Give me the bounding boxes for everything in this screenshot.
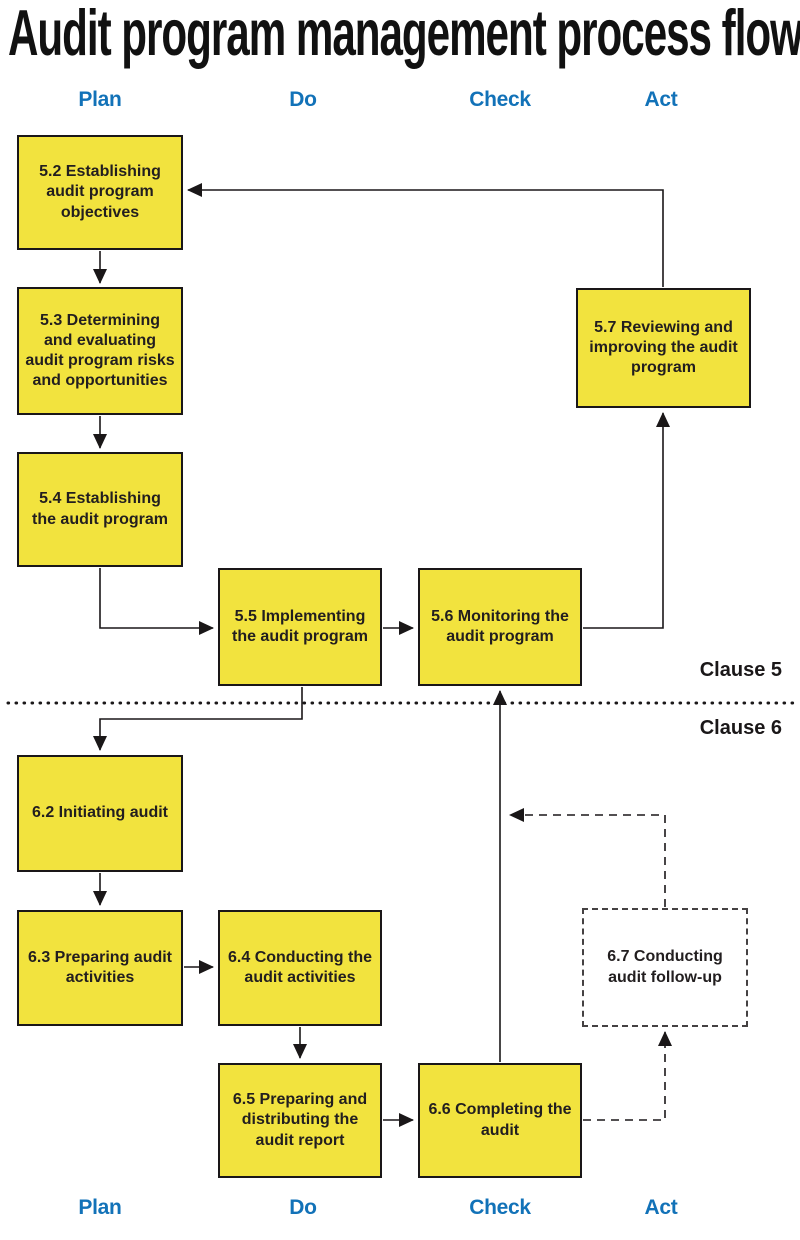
page-title: Audit program management process flow	[8, 0, 800, 70]
connector-54-55	[99, 568, 214, 635]
process-box-5-3: 5.3 Determining and evaluating audit pro…	[17, 287, 183, 415]
process-box-5-2: 5.2 Establishing audit program objective…	[17, 135, 183, 250]
column-header-act-top: Act	[644, 88, 678, 111]
column-header-do-bottom: Do	[289, 1196, 317, 1219]
clause-6-label: Clause 6	[699, 717, 782, 739]
connector-55-62	[93, 687, 303, 751]
connector-57-52	[187, 183, 664, 287]
process-box-6-2: 6.2 Initiating audit	[17, 755, 183, 872]
process-box-6-5: 6.5 Preparing and distributing the audit…	[218, 1063, 382, 1178]
process-box-6-4: 6.4 Conducting the audit activities	[218, 910, 382, 1026]
connector-67-monitor-line-dashed	[509, 808, 666, 907]
process-box-5-4: 5.4 Establishing the audit program	[17, 452, 183, 567]
column-header-check-bottom: Check	[469, 1196, 531, 1219]
column-header-do-top: Do	[289, 88, 317, 111]
column-header-check-top: Check	[469, 88, 531, 111]
process-box-6-6: 6.6 Completing the audit	[418, 1063, 582, 1178]
connector-56-57	[583, 412, 670, 629]
column-header-plan-top: Plan	[78, 88, 122, 111]
process-box-5-7: 5.7 Reviewing and improving the audit pr…	[576, 288, 751, 408]
column-header-act-bottom: Act	[644, 1196, 678, 1219]
process-box-5-5: 5.5 Implementing the audit program	[218, 568, 382, 686]
process-box-6-7: 6.7 Conducting audit follow-up	[582, 908, 748, 1027]
connector-66-67-dashed	[583, 1031, 672, 1121]
column-header-plan-bottom: Plan	[78, 1196, 122, 1219]
process-box-5-6: 5.6 Monitoring the audit program	[418, 568, 582, 686]
process-box-6-3: 6.3 Preparing audit activities	[17, 910, 183, 1026]
clause-5-label: Clause 5	[699, 659, 782, 681]
